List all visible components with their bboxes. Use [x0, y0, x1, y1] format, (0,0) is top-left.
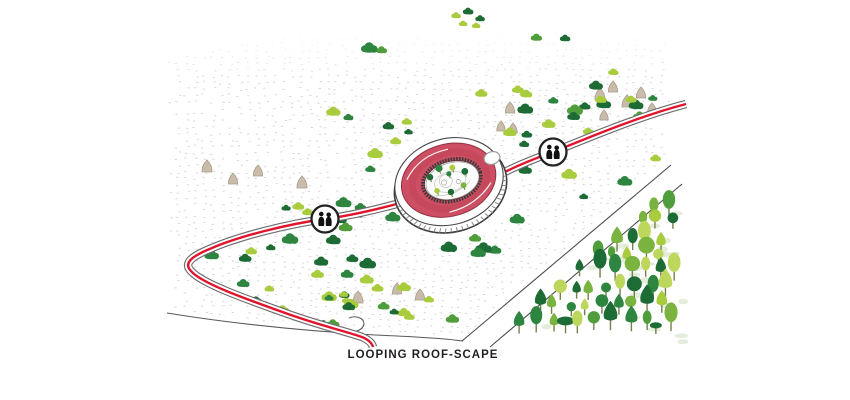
forest-slope [513, 190, 689, 345]
visitors-pair-icon [310, 204, 340, 234]
courtyard-inner-wall [420, 157, 483, 204]
meadow-bushes [204, 7, 661, 328]
visitors-pair-icon [538, 137, 568, 167]
visitor-icons [310, 137, 568, 234]
roof-marker-circle [483, 151, 501, 165]
building-body [393, 137, 508, 234]
diagram-caption: LOOPING ROOF-SCAPE [347, 349, 499, 361]
looping-roof-building [393, 137, 508, 234]
